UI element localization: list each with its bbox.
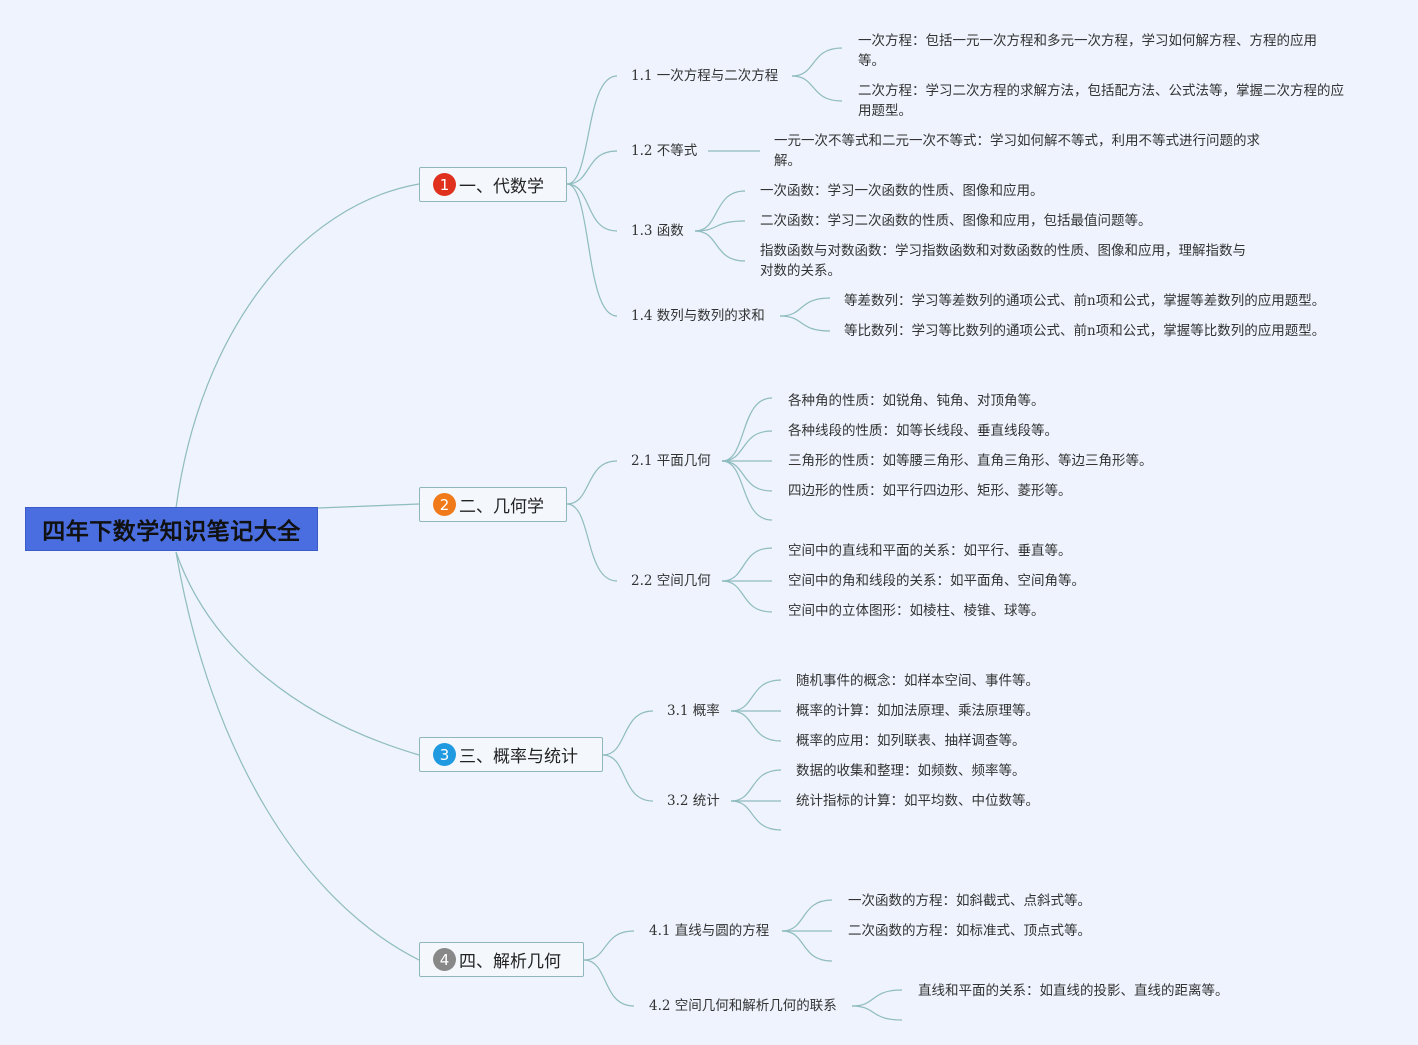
link-3-1-0 xyxy=(730,679,782,712)
leaf-4-2-1[interactable]: 直线和平面的关系：如直线的投影、直线的距离等。 xyxy=(918,983,1229,999)
subtopic-1-4[interactable]: 1.4 数列与数列的求和 xyxy=(631,308,765,324)
topic-label: 一、代数学 xyxy=(459,177,544,197)
topic-label: 二、几何学 xyxy=(459,497,544,517)
leaf-3-1-2[interactable]: 概率的计算：如加法原理、乘法原理等。 xyxy=(796,703,1039,719)
leaf-4-1-1[interactable]: 一次函数的方程：如斜截式、点斜式等。 xyxy=(848,893,1091,909)
link-3-2-0 xyxy=(730,769,782,802)
link-2-1-1 xyxy=(721,430,773,462)
link-1-4-0 xyxy=(779,297,831,317)
leaf-1-3-3[interactable]: 指数函数与对数函数：学习指数函数和对数函数的性质、图像和应用，理解指数与对数的关… xyxy=(760,243,1246,279)
leaf-2-1-2[interactable]: 各种线段的性质：如等长线段、垂直线段等。 xyxy=(788,423,1058,439)
link-2-2-0 xyxy=(721,547,773,582)
link-2-1-0 xyxy=(721,397,773,462)
leaf-3-1-3[interactable]: 概率的应用：如列联表、抽样调查等。 xyxy=(796,733,1026,749)
topic-algebra[interactable]: 1 一、代数学 xyxy=(419,167,567,202)
leaf-1-1-2[interactable]: 二次方程：学习二次方程的求解方法，包括配方法、公式法等，掌握二次方程的应用题型。 xyxy=(858,83,1344,119)
link-algebra-1 xyxy=(566,150,618,185)
link-1-3-0 xyxy=(694,190,746,232)
link-root-probability xyxy=(175,551,420,756)
link-root-analytic xyxy=(175,551,420,961)
topic-geometry[interactable]: 2 二、几何学 xyxy=(419,487,567,522)
link-1-3-2 xyxy=(694,230,746,262)
number-2-icon: 2 xyxy=(433,493,456,516)
root-topic[interactable]: 四年下数学知识笔记大全 xyxy=(25,507,318,551)
leaf-3-2-1[interactable]: 数据的收集和整理：如频数、频率等。 xyxy=(796,763,1026,779)
leaf-4-1-2[interactable]: 二次函数的方程：如标准式、顶点式等。 xyxy=(848,923,1091,939)
topic-label: 四、解析几何 xyxy=(459,952,561,972)
leaf-2-2-2[interactable]: 空间中的角和线段的关系：如平面角、空间角等。 xyxy=(788,573,1085,589)
link-algebra-0 xyxy=(566,75,618,185)
link-algebra-2 xyxy=(566,183,618,232)
topic-analytic-geometry[interactable]: 4 四、解析几何 xyxy=(419,942,584,977)
link-4-1-2 xyxy=(781,930,833,962)
link-2-2-2 xyxy=(721,580,773,613)
leaf-1-4-2[interactable]: 等比数列：学习等比数列的通项公式、前n项和公式，掌握等比数列的应用题型。 xyxy=(844,323,1326,339)
leaf-3-2-2[interactable]: 统计指标的计算：如平均数、中位数等。 xyxy=(796,793,1039,809)
subtopic-3-1[interactable]: 3.1 概率 xyxy=(667,703,720,719)
link-2-1-4 xyxy=(721,460,773,521)
leaf-2-2-3[interactable]: 空间中的立体图形：如棱柱、棱锥、球等。 xyxy=(788,603,1045,619)
leaf-1-4-1[interactable]: 等差数列：学习等差数列的通项公式、前n项和公式，掌握等差数列的应用题型。 xyxy=(844,293,1326,309)
leaf-2-1-4[interactable]: 四边形的性质：如平行四边形、矩形、菱形等。 xyxy=(788,483,1072,499)
link-geometry-1 xyxy=(566,503,618,582)
link-1-4-1 xyxy=(779,315,831,332)
leaf-2-2-1[interactable]: 空间中的直线和平面的关系：如平行、垂直等。 xyxy=(788,543,1072,559)
number-3-icon: 3 xyxy=(433,743,456,766)
number-4-icon: 4 xyxy=(433,948,456,971)
subtopic-1-2[interactable]: 1.2 不等式 xyxy=(631,143,698,159)
link-algebra-3 xyxy=(566,183,618,317)
leaf-1-3-2[interactable]: 二次函数：学习二次函数的性质、图像和应用，包括最值问题等。 xyxy=(760,213,1152,229)
link-analytic-0 xyxy=(583,930,635,961)
link-3-1-2 xyxy=(730,710,782,742)
link-probability-0 xyxy=(602,710,654,756)
link-root-geometry xyxy=(317,503,420,509)
subtopic-4-2[interactable]: 4.2 空间几何和解析几何的联系 xyxy=(649,998,837,1014)
link-4-1-0 xyxy=(781,899,833,932)
link-2-1-3 xyxy=(721,460,773,492)
number-1-icon: 1 xyxy=(433,173,456,196)
link-1-3-1 xyxy=(694,220,746,232)
subtopic-2-2[interactable]: 2.2 空间几何 xyxy=(631,573,711,589)
subtopic-1-1[interactable]: 1.1 一次方程与二次方程 xyxy=(631,68,779,84)
leaf-1-3-1[interactable]: 一次函数：学习一次函数的性质、图像和应用。 xyxy=(760,183,1044,199)
link-probability-1 xyxy=(602,754,654,802)
link-analytic-1 xyxy=(583,959,635,1007)
link-4-2-1 xyxy=(851,1005,903,1021)
link-root-algebra xyxy=(175,183,420,509)
leaf-3-1-1[interactable]: 随机事件的概念：如样本空间、事件等。 xyxy=(796,673,1039,689)
link-1-1-1 xyxy=(791,75,843,102)
link-geometry-0 xyxy=(566,460,618,505)
leaf-2-1-1[interactable]: 各种角的性质：如锐角、钝角、对顶角等。 xyxy=(788,393,1045,409)
subtopic-4-1[interactable]: 4.1 直线与圆的方程 xyxy=(649,923,770,939)
topic-probability-statistics[interactable]: 3 三、概率与统计 xyxy=(419,737,603,772)
subtopic-3-2[interactable]: 3.2 统计 xyxy=(667,793,720,809)
subtopic-2-1[interactable]: 2.1 平面几何 xyxy=(631,453,711,469)
link-1-1-0 xyxy=(791,47,843,77)
leaf-1-1-1[interactable]: 一次方程：包括一元一次方程和多元一次方程，学习如何解方程、方程的应用等。 xyxy=(858,33,1317,69)
link-4-2-0 xyxy=(851,989,903,1007)
subtopic-1-3[interactable]: 1.3 函数 xyxy=(631,223,684,239)
leaf-2-1-3[interactable]: 三角形的性质：如等腰三角形、直角三角形、等边三角形等。 xyxy=(788,453,1153,469)
topic-label: 三、概率与统计 xyxy=(459,747,578,767)
leaf-1-2-1[interactable]: 一元一次不等式和二元一次不等式：学习如何解不等式，利用不等式进行问题的求解。 xyxy=(774,133,1260,169)
link-3-2-2 xyxy=(730,800,782,831)
